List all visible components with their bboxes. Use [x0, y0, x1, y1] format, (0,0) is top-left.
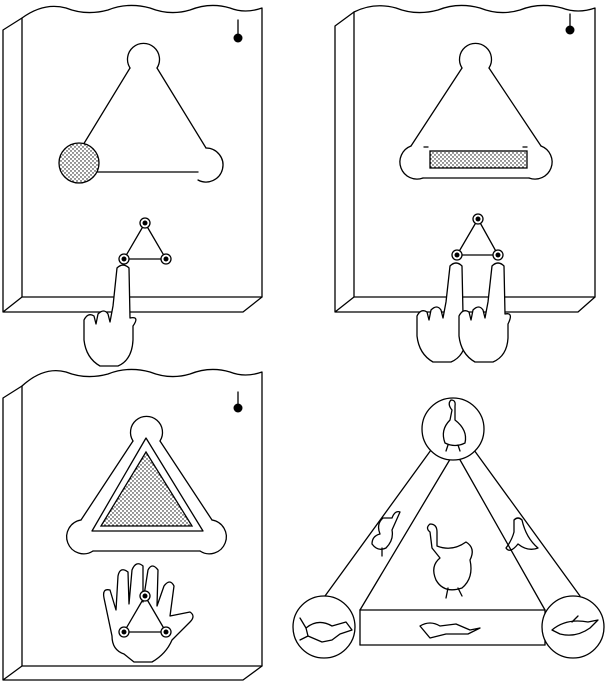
- goose-icon: [426, 523, 473, 599]
- panel-1-box: [21, 4, 263, 298]
- panel-3-box-side: [2, 385, 263, 681]
- panel-4: [292, 397, 605, 659]
- panel-2-box-side: [334, 11, 596, 313]
- frog-icon: [299, 617, 353, 643]
- highlighted-interior: [99, 450, 194, 527]
- panel-3-box: [21, 368, 263, 667]
- panel-2: [334, 4, 596, 363]
- vertex-right: [541, 595, 605, 659]
- indicator-icon: [233, 391, 243, 413]
- highlighted-vertex: [58, 142, 100, 184]
- triangle-track: [399, 42, 553, 180]
- touch-points: [451, 213, 504, 261]
- panel-3: [2, 368, 263, 681]
- panel-1-box-side: [2, 17, 263, 313]
- indicator-icon: [233, 19, 243, 43]
- dolphin-icon: [551, 615, 599, 636]
- frog-icon: [419, 622, 481, 639]
- vertex-top: [421, 397, 485, 461]
- touch-points: [118, 217, 172, 265]
- goose-icon: [442, 399, 467, 452]
- finger-icon: [83, 264, 137, 367]
- finger-icon: [458, 262, 512, 363]
- panel-2-box: [353, 4, 596, 298]
- hand-icon: [102, 563, 194, 663]
- highlighted-edge: [429, 150, 528, 169]
- triangle-track: [66, 415, 227, 555]
- panel-1: [2, 4, 263, 367]
- dolphin-icon: [505, 517, 539, 551]
- vertex-left: [292, 595, 356, 659]
- triangle-track: [79, 42, 224, 183]
- goose-icon: [371, 510, 401, 557]
- indicator-icon: [565, 13, 575, 35]
